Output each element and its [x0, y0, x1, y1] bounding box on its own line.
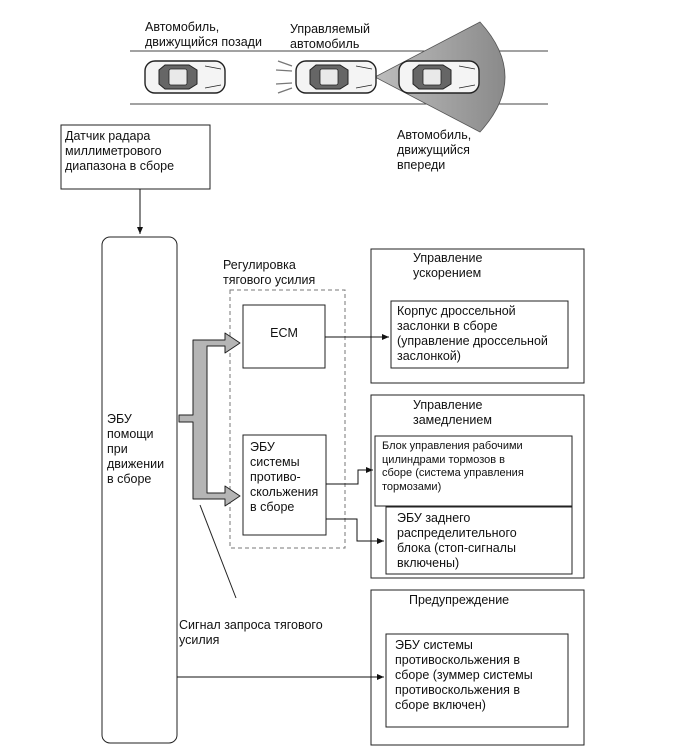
brake-actuator-box — [374, 435, 573, 507]
assist-ecu-box — [101, 236, 178, 744]
throttle-label: Корпус дроссельной заслонки в сборе (упр… — [397, 304, 548, 363]
skid-control-ecu-box — [242, 434, 327, 536]
brake-actuator-label: Блок управления рабочими цилиндрами торм… — [382, 440, 524, 493]
controlled-car-icon — [295, 60, 377, 94]
assist-ecu-label: ЭБУ помощи при движении в сборе — [107, 412, 165, 486]
traction-group-title: Регулировка тягового усилия — [223, 258, 316, 287]
traction-request-label: Сигнал запроса тягового усилия — [179, 618, 323, 647]
ecm-label: ECM — [270, 326, 298, 340]
skid-ecu-label: ЭБУ системы противо- скольжения в сборе — [250, 440, 319, 514]
car-behind-icon — [144, 60, 226, 94]
car-ahead-label: Автомобиль, движущийся впереди — [397, 128, 472, 172]
controlled-car-label: Управляемый автомобиль — [290, 22, 370, 51]
car-ahead-icon — [398, 60, 480, 94]
collision-ecu-box — [385, 633, 569, 728]
radar-sensor-box — [60, 124, 211, 190]
throttle-body-box — [390, 300, 569, 369]
traction-request-arrow — [178, 332, 241, 507]
headlight-rays-icon — [275, 60, 293, 94]
rear-junction-ecu-box — [385, 506, 573, 575]
acceleration-title: Управление ускорением — [413, 251, 483, 280]
radar-sensor-label: Датчик радара миллиметрового диапазона в… — [65, 129, 175, 173]
car-behind-label: Автомобиль, движущийся позади — [145, 20, 262, 49]
warning-title: Предупреждение — [409, 593, 510, 607]
deceleration-title: Управление замедлением — [413, 398, 492, 427]
traction-control-group — [229, 289, 346, 549]
collision-ecu-label: ЭБУ системы противоскольжения в сборе (з… — [395, 638, 533, 712]
rear-junction-label: ЭБУ заднего распределительного блока (ст… — [397, 511, 517, 570]
